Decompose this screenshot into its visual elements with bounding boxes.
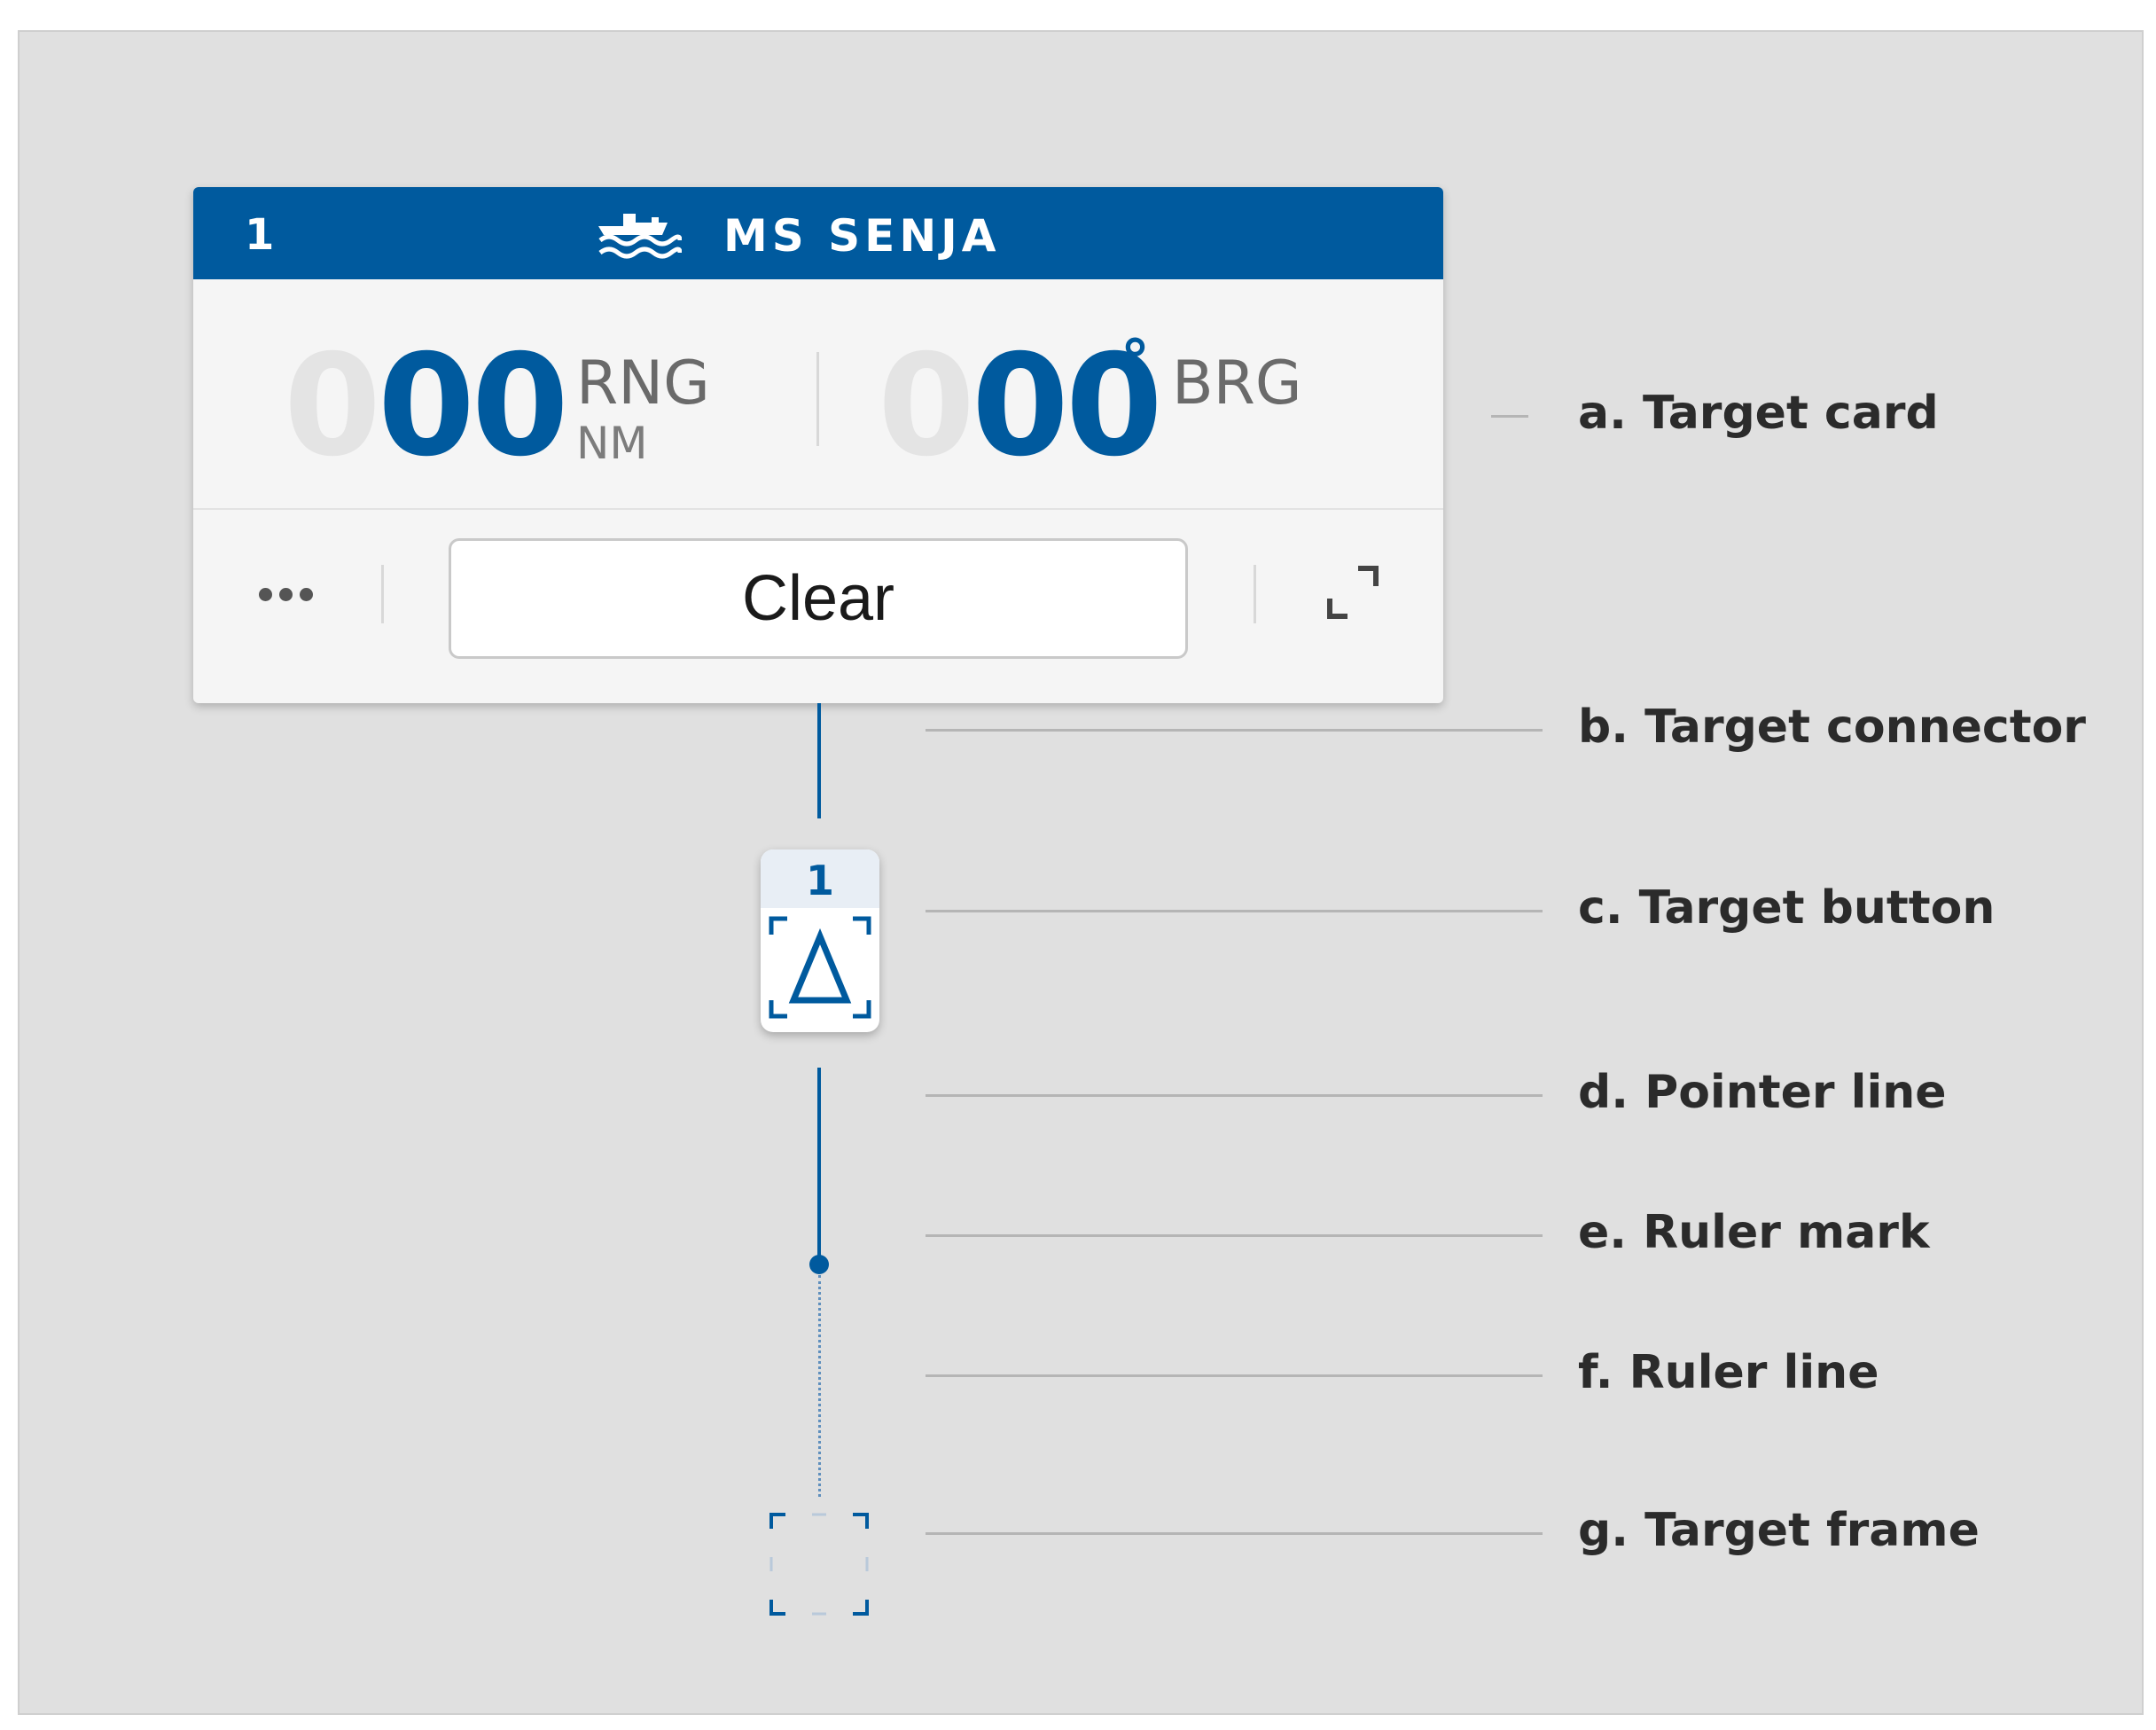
callout-label-b: b. Target connector bbox=[1578, 701, 2086, 754]
card-readout: 000 RNG NM 000 ° BRG bbox=[193, 279, 1443, 510]
ruler-line bbox=[818, 1275, 821, 1497]
bearing-value: 000 bbox=[878, 336, 1163, 476]
bearing-dim-digit: 0 bbox=[878, 325, 975, 488]
callout-label-c: c. Target button bbox=[1578, 881, 1996, 935]
target-frame bbox=[769, 1513, 869, 1616]
action-divider bbox=[1254, 565, 1256, 623]
more-dot bbox=[300, 588, 313, 601]
callout-line-b bbox=[926, 729, 1543, 732]
more-button[interactable] bbox=[248, 563, 323, 625]
callout-line-g bbox=[926, 1532, 1543, 1535]
callout-line-f bbox=[926, 1374, 1543, 1377]
ruler-mark bbox=[809, 1255, 829, 1274]
vessel-name: MS SENJA bbox=[723, 210, 1001, 262]
more-dots-icon bbox=[259, 588, 272, 601]
card-actions: Clear bbox=[193, 510, 1443, 703]
range-unit: NM bbox=[576, 418, 648, 469]
card-index: 1 bbox=[245, 210, 275, 260]
range-dim-digit: 0 bbox=[284, 325, 381, 488]
target-connector bbox=[817, 703, 821, 818]
clear-button[interactable]: Clear bbox=[449, 538, 1188, 659]
callout-label-f: f. Ruler line bbox=[1578, 1346, 1879, 1399]
bearing-label: BRG bbox=[1172, 348, 1302, 419]
target-button[interactable]: 1 bbox=[761, 849, 879, 1032]
range-label: RNG bbox=[576, 348, 710, 419]
callout-label-e: e. Ruler mark bbox=[1578, 1206, 1930, 1259]
degree-sign: ° bbox=[1121, 327, 1150, 395]
callout-line-e bbox=[926, 1234, 1543, 1237]
expand-icon[interactable] bbox=[1317, 558, 1388, 629]
callout-line-a bbox=[1491, 415, 1528, 418]
pointer-line bbox=[817, 1068, 821, 1263]
ship-icon bbox=[598, 214, 682, 259]
callout-label-g: g. Target frame bbox=[1578, 1504, 1980, 1557]
callout-label-d: d. Pointer line bbox=[1578, 1066, 1947, 1119]
card-header: 1 MS SENJA bbox=[193, 187, 1443, 279]
range-main-digits: 00 bbox=[377, 325, 569, 488]
delta-target-icon bbox=[769, 916, 871, 1019]
target-card: 1 MS SENJA 000 RNG NM 000 ° BRG bbox=[193, 187, 1443, 703]
readout-divider bbox=[816, 352, 819, 446]
range-value: 000 bbox=[284, 336, 569, 476]
target-button-index: 1 bbox=[761, 849, 879, 908]
more-dot bbox=[279, 588, 293, 601]
action-divider bbox=[381, 565, 384, 623]
bearing-main-digits: 00 bbox=[971, 325, 1163, 488]
callout-label-a: a. Target card bbox=[1578, 387, 1939, 440]
callout-line-c bbox=[926, 910, 1543, 912]
diagram-canvas: 1 MS SENJA 000 RNG NM 000 ° BRG bbox=[18, 30, 2144, 1715]
callout-line-d bbox=[926, 1094, 1543, 1097]
